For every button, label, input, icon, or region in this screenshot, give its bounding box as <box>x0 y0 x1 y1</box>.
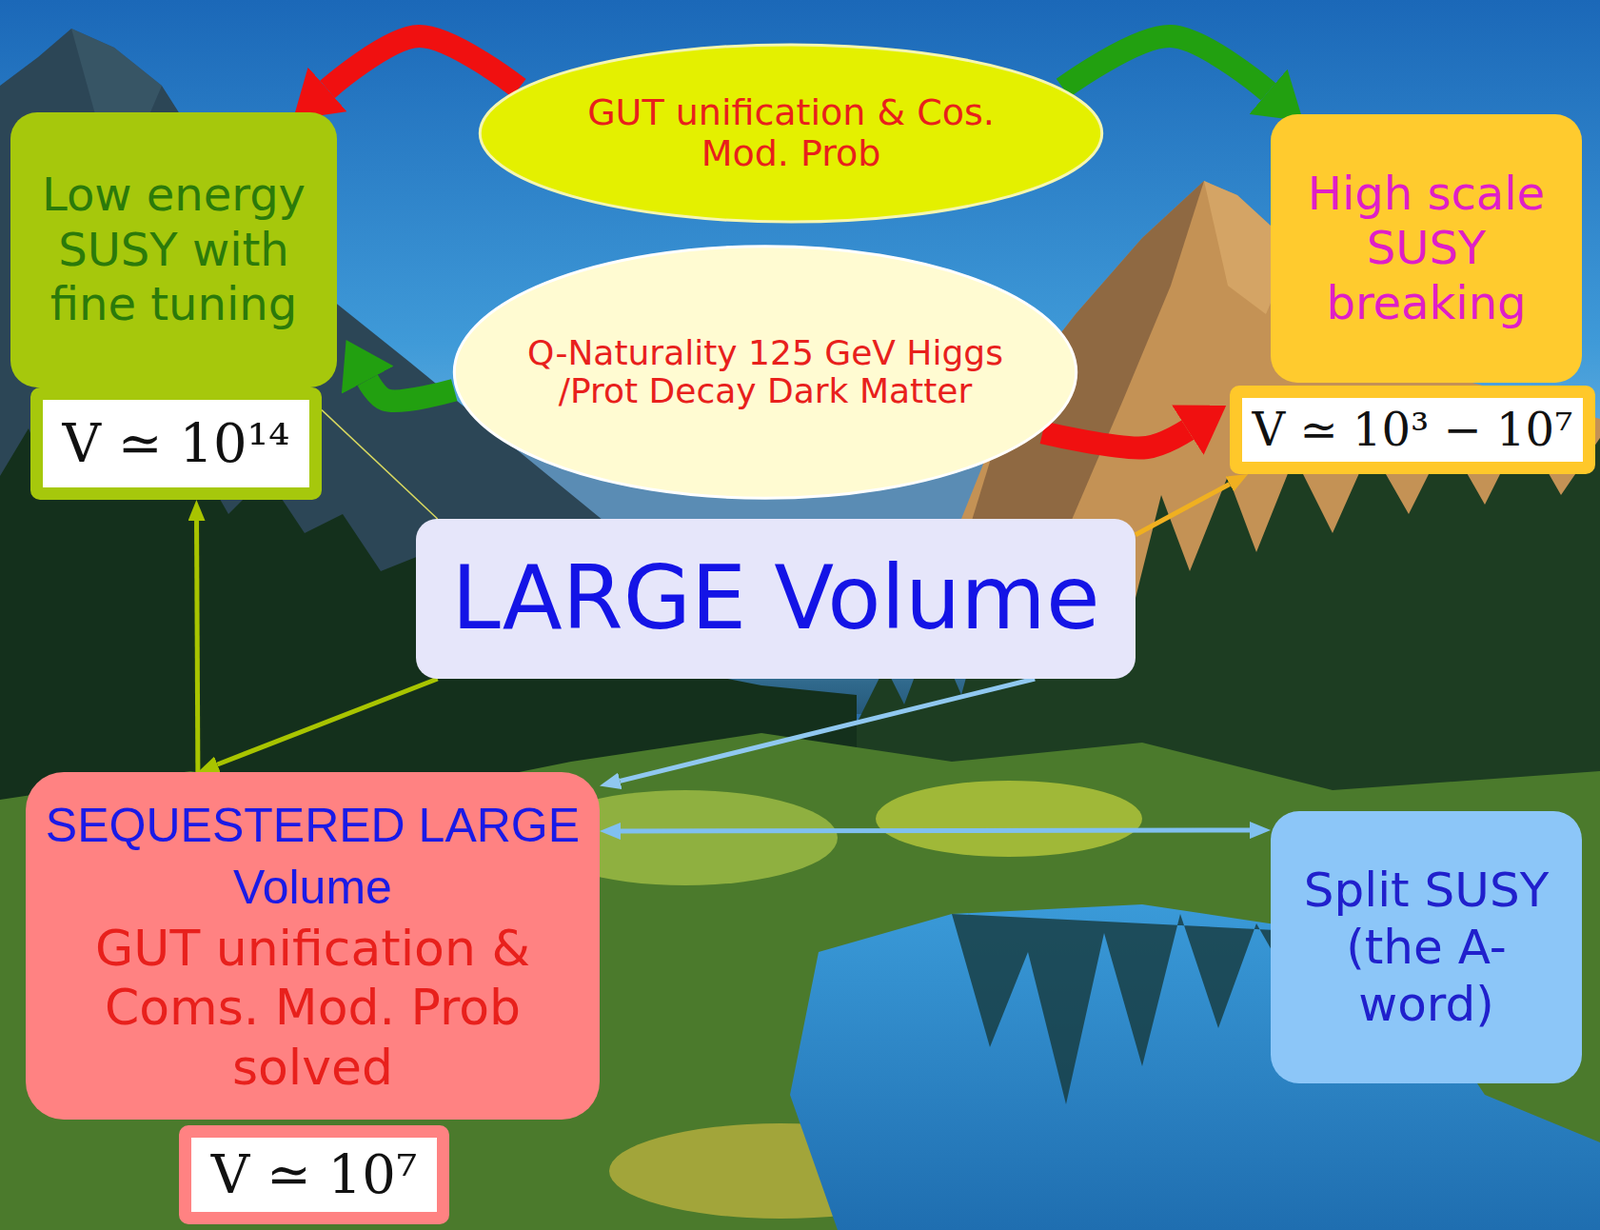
node-body: GUT unification & Coms. Mod. Prob solved <box>35 918 591 1097</box>
arrow-connector <box>321 410 438 519</box>
grass-patch <box>875 780 1143 857</box>
node-label: GUT unification & Cos. Mod. Prob <box>576 92 1006 174</box>
gut-ellipse: GUT unification & Cos. Mod. Prob <box>476 42 1106 224</box>
curved-arrow <box>1042 430 1187 449</box>
volume-box: V ≃ 10³ − 10⁷ <box>1229 385 1596 475</box>
constraints-ellipse: Q-Naturality 125 GeV Higgs /Prot Decay D… <box>451 243 1080 501</box>
node-label: Split SUSY (the A-word) <box>1280 861 1573 1033</box>
ellipse-shape <box>479 44 1102 222</box>
node-label: High scale SUSY breaking <box>1280 166 1573 332</box>
node-label: V ≃ 10¹⁴ <box>50 414 302 474</box>
arrow-connector <box>197 520 198 772</box>
node-label: LARGE Volume <box>429 550 1123 647</box>
volume-box: V ≃ 10⁷ <box>178 1125 450 1225</box>
central-box: LARGE Volume <box>415 518 1136 679</box>
scenario-box: High scale SUSY breaking <box>1270 114 1582 383</box>
arrow-connector <box>217 678 437 765</box>
node-label: Q-Naturality 125 GeV Higgs /Prot Decay D… <box>517 334 1013 410</box>
scenario-box: Low energy SUSY with fine tuning <box>10 112 337 388</box>
scenario-box: SEQUESTERED LARGE VolumeGUT unification … <box>25 771 600 1120</box>
curved-arrow <box>327 36 519 90</box>
node-label: Low energy SUSY with fine tuning <box>19 167 328 333</box>
node-label: SEQUESTERED LARGE Volume <box>35 794 591 919</box>
curved-arrow <box>1063 36 1269 92</box>
curved-arrow <box>367 379 455 401</box>
ellipse-shape <box>454 246 1076 499</box>
meadow <box>0 732 1600 1230</box>
scenario-box: Split SUSY (the A-word) <box>1270 810 1582 1084</box>
volume-box: V ≃ 10¹⁴ <box>30 387 322 500</box>
arrow-connector <box>1135 483 1230 534</box>
node-label: V ≃ 10³ − 10⁷ <box>1249 404 1576 455</box>
arrow-connector <box>619 678 1035 781</box>
arrow-connector <box>620 828 1250 834</box>
node-label: V ≃ 10⁷ <box>198 1145 430 1205</box>
